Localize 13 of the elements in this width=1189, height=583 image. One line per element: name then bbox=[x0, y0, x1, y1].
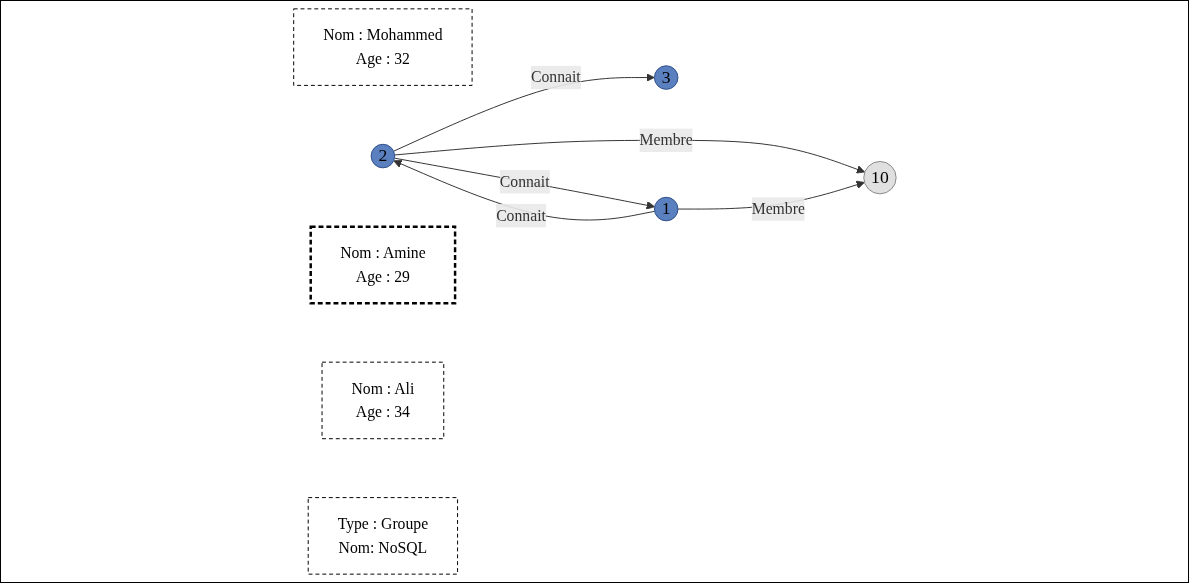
node-circle: 3 bbox=[653, 65, 679, 90]
edge-label: Connait bbox=[499, 172, 550, 190]
edge-label: Membre bbox=[751, 200, 805, 217]
node-box: Nom : Amine Age : 29 bbox=[309, 225, 456, 305]
edge-label: Connait bbox=[495, 206, 546, 224]
edge-label: Membre bbox=[639, 131, 693, 149]
node-circle: 2 bbox=[370, 143, 395, 169]
node-box: Nom : Ali Age : 34 bbox=[321, 361, 444, 440]
node-box: Nom : Mohammed Age : 32 bbox=[292, 8, 473, 86]
node-box: Type : Groupe Nom: NoSQL bbox=[307, 497, 458, 575]
node-circle: 10 bbox=[862, 160, 897, 195]
node-circle: 1 bbox=[653, 196, 679, 222]
edge-label: Connait bbox=[530, 68, 581, 86]
